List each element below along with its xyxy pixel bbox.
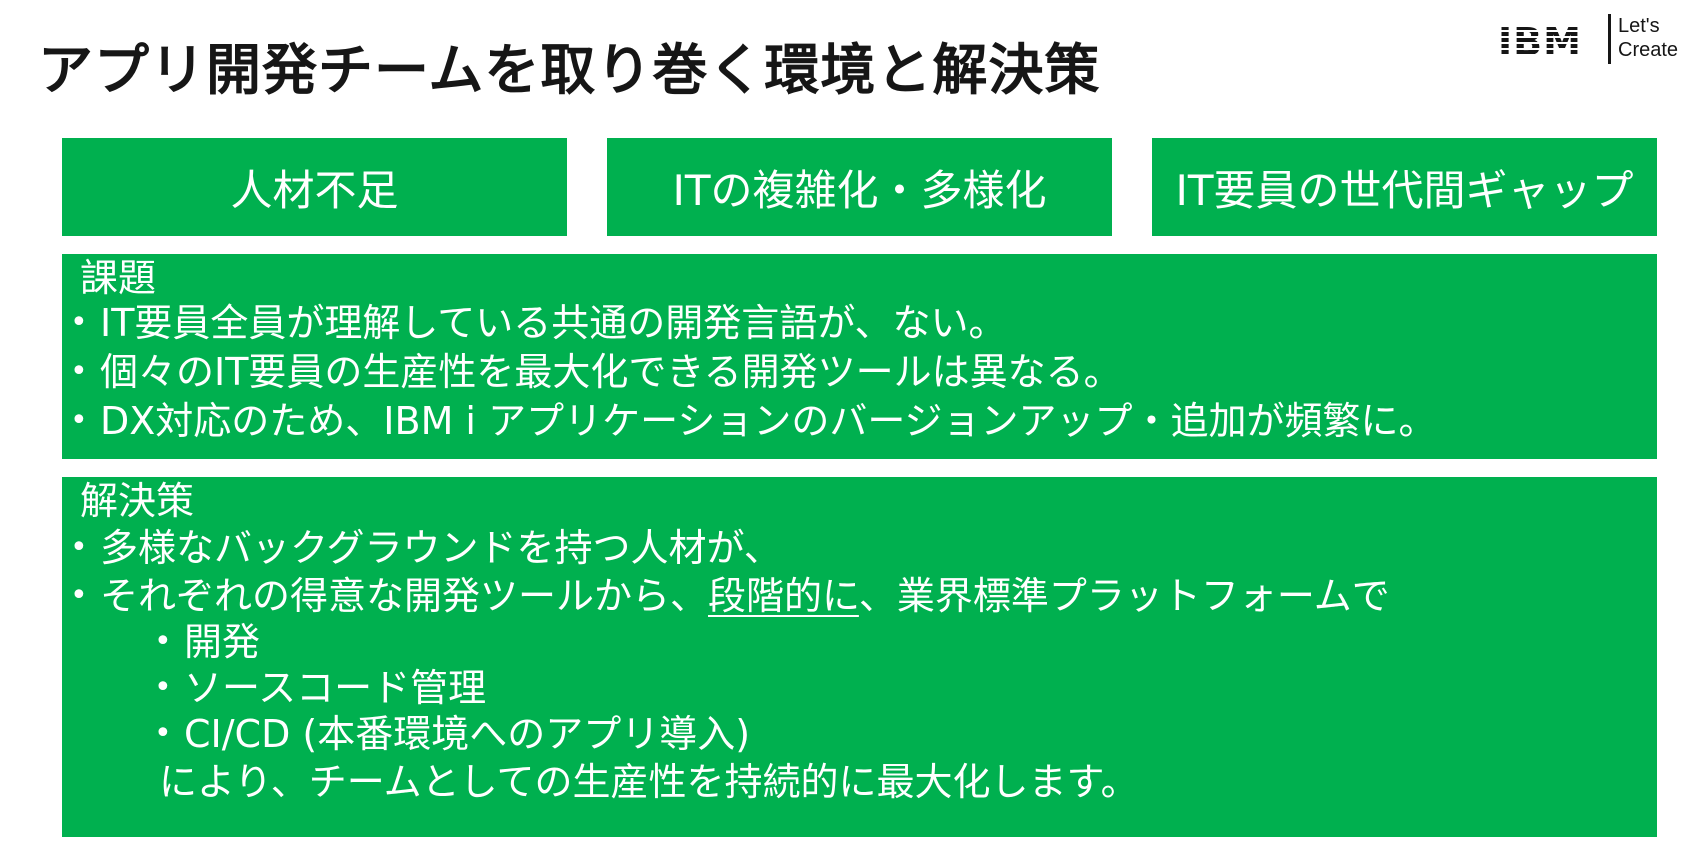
box-label: IT要員の世代間ギャップ — [1175, 165, 1634, 215]
logo-divider — [1608, 14, 1611, 64]
solution-text: それぞれの得意な開発ツールから、段階的に、業界標準プラットフォームで — [100, 573, 1390, 619]
slide-title: アプリ開発チームを取り巻く環境と解決策 — [38, 38, 1101, 102]
solution-conclusion: により、チームとしての生産性を持続的に最大化します。 — [159, 760, 1139, 804]
challenge-text: DX対応のため、IBM i アプリケーションのバージョンアップ・追加が頻繁に。 — [100, 399, 1437, 443]
bullet: • — [70, 305, 88, 340]
bullet: • — [70, 403, 88, 438]
challenge-text: IT要員全員が理解している共通の開発言語が、ない。 — [100, 301, 1007, 345]
solution-text: 多様なバックグラウンドを持つ人材が、 — [100, 526, 782, 570]
ibm-wordmark: IBM — [1498, 20, 1582, 64]
bullet: • — [154, 670, 172, 705]
challenge-text: 個々のIT要員の生産性を最大化できる開発ツールは異なる。 — [100, 350, 1122, 394]
challenges-heading: 課題 — [80, 256, 157, 300]
logo-tagline: Let's Create — [1618, 14, 1678, 62]
bullet: • — [154, 624, 172, 659]
solution-text-emphasis: 段階的に — [708, 574, 859, 618]
box-label: ITの複雑化・多様化 — [672, 165, 1047, 215]
sub-item-text: CI/CD (本番環境へのアプリ導入) — [184, 712, 751, 756]
box-generation-gap: IT要員の世代間ギャップ — [1152, 138, 1657, 236]
bullet: • — [70, 354, 88, 389]
bullet: • — [70, 578, 88, 613]
bullet: • — [154, 716, 172, 751]
box-talent-shortage: 人材不足 — [62, 138, 567, 236]
solution-text-prefix: それぞれの得意な開発ツールから、 — [100, 574, 709, 618]
box-label: 人材不足 — [230, 165, 399, 215]
solution-text-suffix: 、業界標準プラットフォームで — [858, 574, 1390, 618]
sub-item-text: 開発 — [184, 620, 261, 664]
tagline-line-1: Let's — [1618, 15, 1660, 37]
box-it-complexity: ITの複雑化・多様化 — [607, 138, 1112, 236]
challenges-panel: 課題 • IT要員全員が理解している共通の開発言語が、ない。 • 個々のIT要員… — [62, 254, 1657, 459]
ibm-logo: IBM Let's Create — [1498, 12, 1678, 68]
bullet: • — [70, 530, 88, 565]
tagline-line-2: Create — [1618, 39, 1679, 61]
solutions-panel: 解決策 • 多様なバックグラウンドを持つ人材が、 • それぞれの得意な開発ツール… — [62, 477, 1657, 837]
solutions-heading: 解決策 — [80, 479, 195, 523]
sub-item-text: ソースコード管理 — [184, 666, 487, 710]
